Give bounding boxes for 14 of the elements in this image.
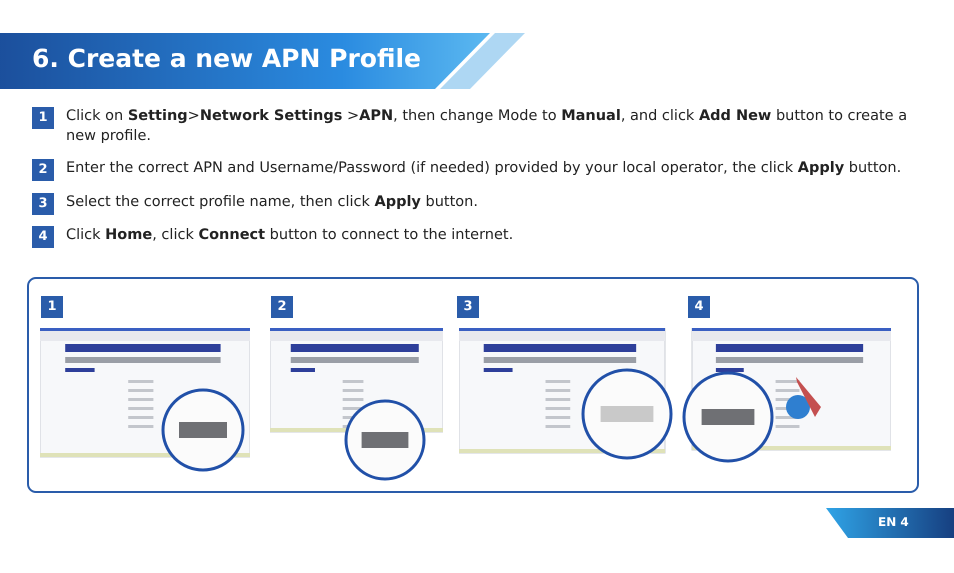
step-instruction: Click Home, click Connect button to connect to the internet.	[66, 226, 514, 245]
screenshot-number: 4	[688, 296, 710, 318]
step-number: 1	[32, 107, 54, 129]
page-number: EN 4	[878, 515, 909, 529]
step-number: 4	[32, 226, 54, 248]
step-number: 3	[32, 193, 54, 215]
screenshot-number: 3	[457, 296, 479, 318]
screenshot-number: 1	[41, 296, 63, 318]
page-title: 6. Create a new APN Profile	[32, 44, 422, 73]
screenshot-number: 2	[271, 296, 293, 318]
step-instruction: Select the correct profile name, then click Apply button.	[66, 193, 479, 212]
step-instruction: Enter the correct APN and Username/Password (if needed) provided by your local operator, the click Apply button.	[66, 159, 902, 178]
step-instruction: Click on Setting>Network Settings >APN, then change Mode to Manual, and click Add New button to create a new profile.	[66, 107, 908, 146]
step-number: 2	[32, 159, 54, 181]
